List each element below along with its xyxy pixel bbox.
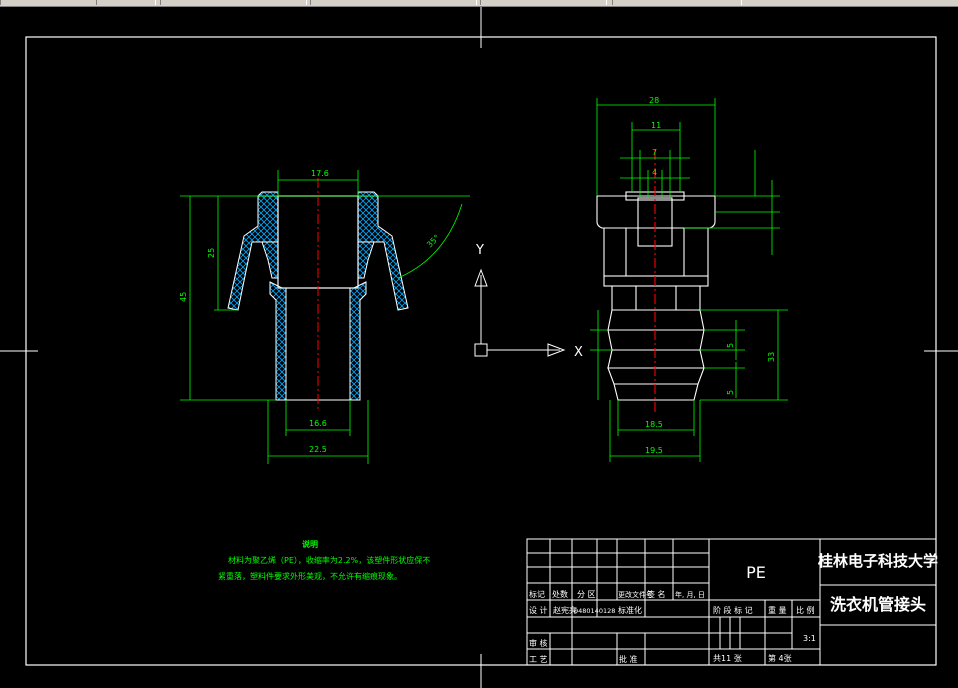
ucs-x-label: X	[574, 345, 583, 360]
right-front-view[interactable]	[596, 150, 716, 412]
designer-name: 赵宪亮	[553, 605, 577, 615]
stage-label: 阶 段 标 记	[713, 605, 753, 615]
school-name: 桂林电子科技大学	[817, 552, 938, 570]
review-label: 审 核	[529, 638, 548, 648]
approve-label: 批 准	[619, 654, 638, 664]
application-toolbar-strip	[0, 0, 958, 7]
right-view-dim-labels: 28 11 7 4 18.5 19.5 33 5 5	[645, 96, 776, 455]
part-name: 洗衣机管接头	[830, 595, 926, 614]
right-view-dimensions	[590, 98, 788, 462]
toolbar-segment[interactable]	[0, 0, 97, 5]
title-block	[526, 538, 937, 666]
standardize-label: 标准化	[618, 605, 642, 615]
toolbar-segment[interactable]	[480, 0, 607, 5]
rev-header-zone: 分 区	[577, 590, 596, 599]
dim-28: 28	[649, 96, 659, 105]
scale-label: 比 例	[796, 605, 815, 615]
scale-value: 3:1	[803, 634, 816, 643]
drawing-canvas[interactable]: 17.6 16.6 22.5 45 25 35° Y X	[0, 7, 958, 688]
dim-16-6: 16.6	[309, 419, 327, 428]
toolbar-segment[interactable]	[160, 0, 307, 5]
student-number: 0480140128	[574, 607, 615, 615]
drawing-frame	[0, 7, 958, 688]
dim-33: 33	[767, 352, 776, 362]
rev-header-file: 更改文件号	[618, 590, 653, 599]
toolbar-segment[interactable]	[96, 0, 156, 5]
left-section-view[interactable]	[227, 178, 409, 410]
toolbar-segment[interactable]	[310, 0, 477, 5]
sheets-total: 共11 张	[713, 654, 742, 663]
notes-line-2: 紧重落，塑料件要求外形美观，不允许有缩痕现象。	[218, 571, 402, 581]
rev-header-date: 年, 月, 日	[675, 590, 705, 599]
ucs-icon: Y X	[474, 243, 583, 360]
sheet-number: 第 4张	[768, 653, 792, 663]
dim-18-5: 18.5	[645, 420, 663, 429]
design-label: 设 计	[529, 605, 548, 615]
notes-line-1: 材料为聚乙烯（PE），收缩率为2.2%，该塑件形状应保不	[228, 555, 430, 565]
rev-header-count: 处数	[552, 589, 568, 599]
title-block-text: PE 桂林电子科技大学 洗衣机管接头 标记 处数 分 区 更改文件号 签 名 年…	[529, 552, 938, 664]
process-label: 工 艺	[529, 655, 548, 664]
dim-11: 11	[651, 121, 661, 130]
dim-4: 4	[652, 168, 657, 177]
weight-label: 重 量	[768, 605, 787, 615]
rev-header-sign: 签 名	[647, 589, 666, 599]
notes-block: 说明 材料为聚乙烯（PE），收缩率为2.2%，该塑件形状应保不 紧重落，塑料件要…	[218, 539, 430, 581]
dim-22-5: 22.5	[309, 445, 327, 454]
dim-45: 45	[179, 292, 188, 302]
dim-angle-35: 35°	[425, 233, 441, 249]
dim-7: 7	[652, 148, 657, 157]
rev-header-mark: 标记	[529, 589, 545, 599]
toolbar-segment[interactable]	[612, 0, 742, 5]
dim-5: 5	[726, 343, 735, 348]
material-label: PE	[746, 563, 766, 582]
dim-17-6: 17.6	[311, 169, 329, 178]
left-view-dimensions	[180, 170, 470, 464]
dim-19-5: 19.5	[645, 446, 663, 455]
notes-heading: 说明	[302, 539, 318, 549]
ucs-y-label: Y	[475, 243, 484, 258]
dim-25: 25	[207, 248, 216, 258]
dim-5b: 5	[726, 390, 735, 395]
